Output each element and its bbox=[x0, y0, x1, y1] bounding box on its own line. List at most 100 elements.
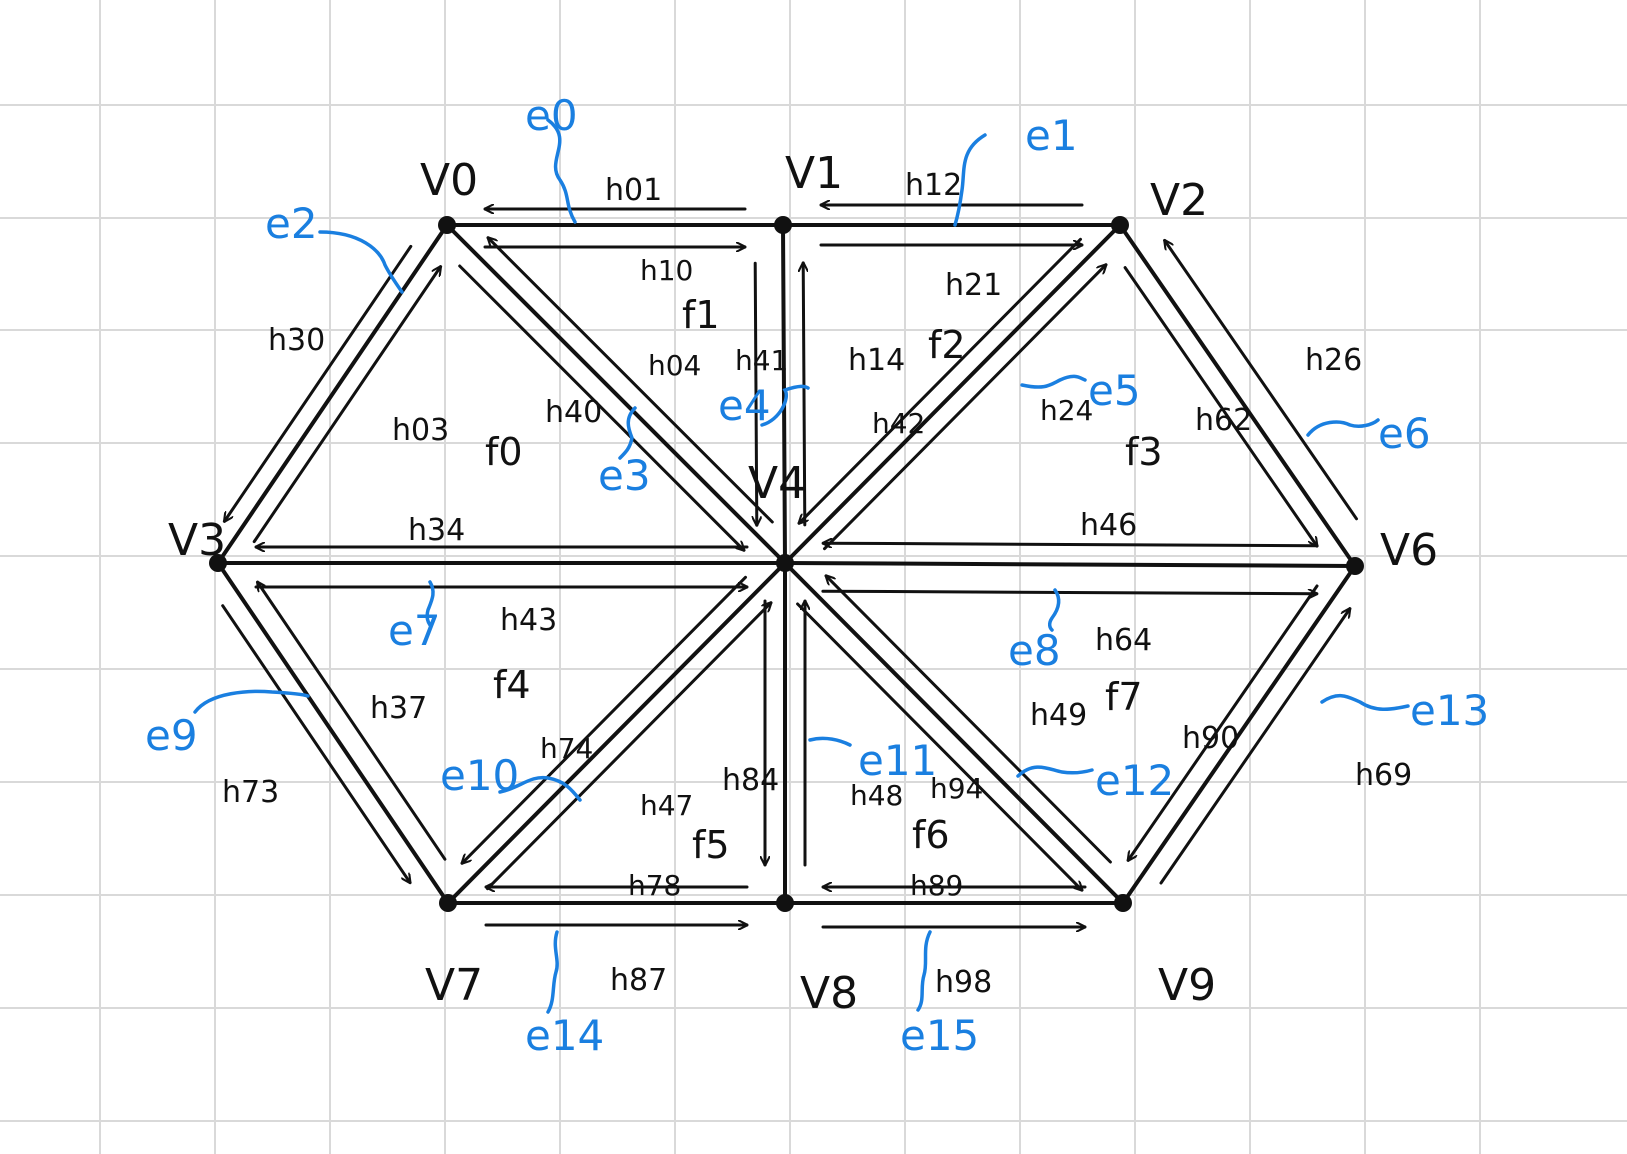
face-label-f1: f1 bbox=[682, 293, 720, 337]
halfedge-arrow-h24 bbox=[799, 237, 1082, 523]
edge-label-leaders bbox=[193, 118, 1410, 1014]
halfedge-arrow-h42 bbox=[823, 265, 1107, 551]
face-label-f2: f2 bbox=[928, 323, 966, 367]
edge-v4-v7 bbox=[446, 561, 787, 905]
vertex-label-v8: V8 bbox=[800, 968, 858, 1019]
halfedge-label-h34: h34 bbox=[408, 513, 465, 548]
halfedge-label-h69: h69 bbox=[1355, 758, 1412, 793]
edge-label-e1: e1 bbox=[1025, 111, 1078, 160]
halfedge-arrow-h30 bbox=[252, 267, 440, 544]
face-label-f7: f7 bbox=[1105, 675, 1143, 719]
leader-e10 bbox=[498, 775, 582, 802]
halfedge-arrow-h41 bbox=[803, 261, 805, 527]
halfedge-label-h21: h21 bbox=[945, 268, 1002, 303]
vertex-dot-v0 bbox=[438, 216, 456, 234]
leader-e7 bbox=[425, 580, 435, 627]
leader-e15 bbox=[916, 930, 932, 1012]
leader-e6 bbox=[1306, 418, 1380, 437]
leader-e13 bbox=[1320, 693, 1410, 711]
face-labels: f0 f1 f2 f3 f4 f5 f6 f7 bbox=[485, 293, 1163, 867]
vertex-label-v0: V0 bbox=[420, 155, 478, 206]
edge-v3-v7 bbox=[216, 561, 450, 905]
halfedge-label-h47: h47 bbox=[640, 789, 693, 822]
edge-v2-v4 bbox=[783, 223, 1122, 565]
halfedge-arrow-h03 bbox=[224, 244, 413, 521]
halfedge-label-h46: h46 bbox=[1080, 508, 1137, 543]
halfedge-arrow-h62 bbox=[1165, 240, 1358, 521]
halfedge-label-h26: h26 bbox=[1305, 343, 1362, 378]
halfedge-label-h90: h90 bbox=[1182, 721, 1239, 756]
vertex-dot-v7 bbox=[439, 894, 457, 912]
vertex-label-v2: V2 bbox=[1150, 175, 1208, 226]
vertex-dot-v4 bbox=[776, 554, 794, 572]
vertex-dot-v8 bbox=[776, 894, 794, 912]
leader-e12 bbox=[1016, 765, 1094, 778]
halfedge-arrow-h73 bbox=[258, 582, 447, 861]
vertex-label-v4: V4 bbox=[748, 458, 806, 509]
halfedge-label-h73: h73 bbox=[222, 775, 279, 810]
edge-label-e11: e11 bbox=[858, 736, 937, 785]
halfedge-label-h04: h04 bbox=[648, 349, 701, 382]
vertex-label-v9: V9 bbox=[1158, 960, 1216, 1011]
leader-e11 bbox=[808, 736, 852, 747]
edge-v0-v4 bbox=[445, 223, 787, 565]
edge-v6-v9 bbox=[1121, 564, 1357, 905]
halfedge-arrow-h46 bbox=[821, 591, 1319, 594]
halfedge-label-h37: h37 bbox=[370, 691, 427, 726]
edge-label-e6: e6 bbox=[1378, 409, 1431, 458]
leader-e9 bbox=[193, 689, 310, 714]
vertex-labels: V0 V1 V2 V3 V4 V6 V7 V8 V9 bbox=[168, 148, 1438, 1019]
halfedge-label-h42: h42 bbox=[872, 407, 925, 440]
halfedge-arrows bbox=[221, 205, 1358, 927]
edge-label-e3: e3 bbox=[598, 451, 651, 500]
edge-label-e7: e7 bbox=[388, 606, 441, 655]
vertex-dot-v2 bbox=[1111, 216, 1129, 234]
edge-label-e12: e12 bbox=[1095, 756, 1174, 805]
halfedge-label-h10: h10 bbox=[640, 254, 693, 287]
halfedge-arrow-h64 bbox=[821, 543, 1319, 546]
vertex-dot-v9 bbox=[1114, 894, 1132, 912]
halfedge-arrow-h37 bbox=[221, 604, 410, 883]
leader-e3 bbox=[618, 406, 637, 460]
halfedge-labels: h01 h10 h12 h21 h30 h03 h04 h40 h41 h14 … bbox=[222, 168, 1412, 1000]
edge-label-e9: e9 bbox=[145, 711, 198, 760]
halfedge-arrow-h49 bbox=[796, 602, 1082, 890]
halfedge-label-h62: h62 bbox=[1195, 403, 1252, 438]
edge-v4-v9 bbox=[783, 561, 1125, 905]
halfedge-label-h43: h43 bbox=[500, 603, 557, 638]
edge-label-e15: e15 bbox=[900, 1011, 979, 1060]
halfedge-label-h89: h89 bbox=[910, 869, 963, 902]
face-label-f6: f6 bbox=[912, 813, 950, 857]
vertex-dot-v1 bbox=[774, 216, 792, 234]
leader-e8 bbox=[1047, 588, 1061, 632]
edge-label-e0: e0 bbox=[525, 91, 578, 140]
vertex-dots bbox=[209, 216, 1364, 912]
vertex-label-v1: V1 bbox=[785, 148, 843, 199]
halfedge-arrow-h47 bbox=[462, 575, 747, 863]
edge-v0-v3 bbox=[216, 223, 449, 565]
halfedge-label-h87: h87 bbox=[610, 963, 667, 998]
face-label-f4: f4 bbox=[493, 663, 531, 707]
edge-label-e2: e2 bbox=[265, 199, 318, 248]
edge-v2-v6 bbox=[1118, 223, 1357, 568]
edge-label-e10: e10 bbox=[440, 751, 519, 800]
face-label-f3: f3 bbox=[1125, 430, 1163, 474]
vertex-label-v3: V3 bbox=[168, 515, 226, 566]
halfedge-label-h94: h94 bbox=[930, 772, 983, 805]
halfedge-label-h74: h74 bbox=[540, 732, 593, 765]
leader-e2 bbox=[318, 230, 404, 294]
halfedge-label-h48: h48 bbox=[850, 779, 903, 812]
halfedge-label-h41: h41 bbox=[735, 344, 788, 377]
leader-e1 bbox=[953, 133, 987, 227]
halfedge-arrow-h94 bbox=[826, 576, 1112, 864]
halfedge-label-h01: h01 bbox=[605, 173, 662, 208]
mesh-edges bbox=[216, 223, 1357, 905]
face-label-f0: f0 bbox=[485, 430, 523, 474]
halfedge-arrow-h26 bbox=[1123, 266, 1317, 546]
edge-label-e13: e13 bbox=[1410, 686, 1489, 735]
edge-label-e5: e5 bbox=[1088, 366, 1141, 415]
halfedge-arrow-h74 bbox=[486, 603, 772, 891]
halfedge-arrow-h96 bbox=[1159, 609, 1350, 885]
